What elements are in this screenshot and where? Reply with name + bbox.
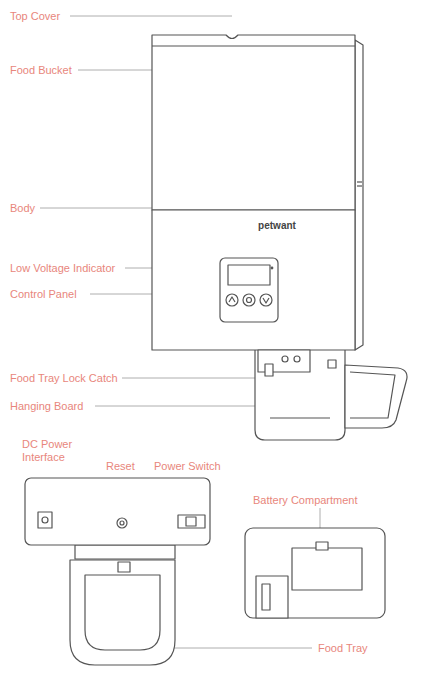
part-label: Power Switch (154, 460, 244, 473)
part-label: Food Tray (318, 642, 418, 655)
battery-view (245, 528, 385, 618)
part-label: Hanging Board (10, 400, 130, 413)
brand-name: petwant (232, 219, 322, 232)
part-label: Battery Compartment (253, 494, 393, 507)
feeder-front (152, 35, 407, 440)
part-label: Low Voltage Indicator (10, 262, 150, 275)
part-label: Food Tray Lock Catch (10, 372, 150, 385)
part-label: Control Panel (10, 288, 130, 301)
part-label: Food Bucket (10, 64, 130, 77)
part-label: Top Cover (10, 10, 130, 23)
part-label: Body (10, 202, 130, 215)
part-label: DC Power Interface (22, 438, 78, 464)
feeder-bottom-view (25, 478, 210, 665)
